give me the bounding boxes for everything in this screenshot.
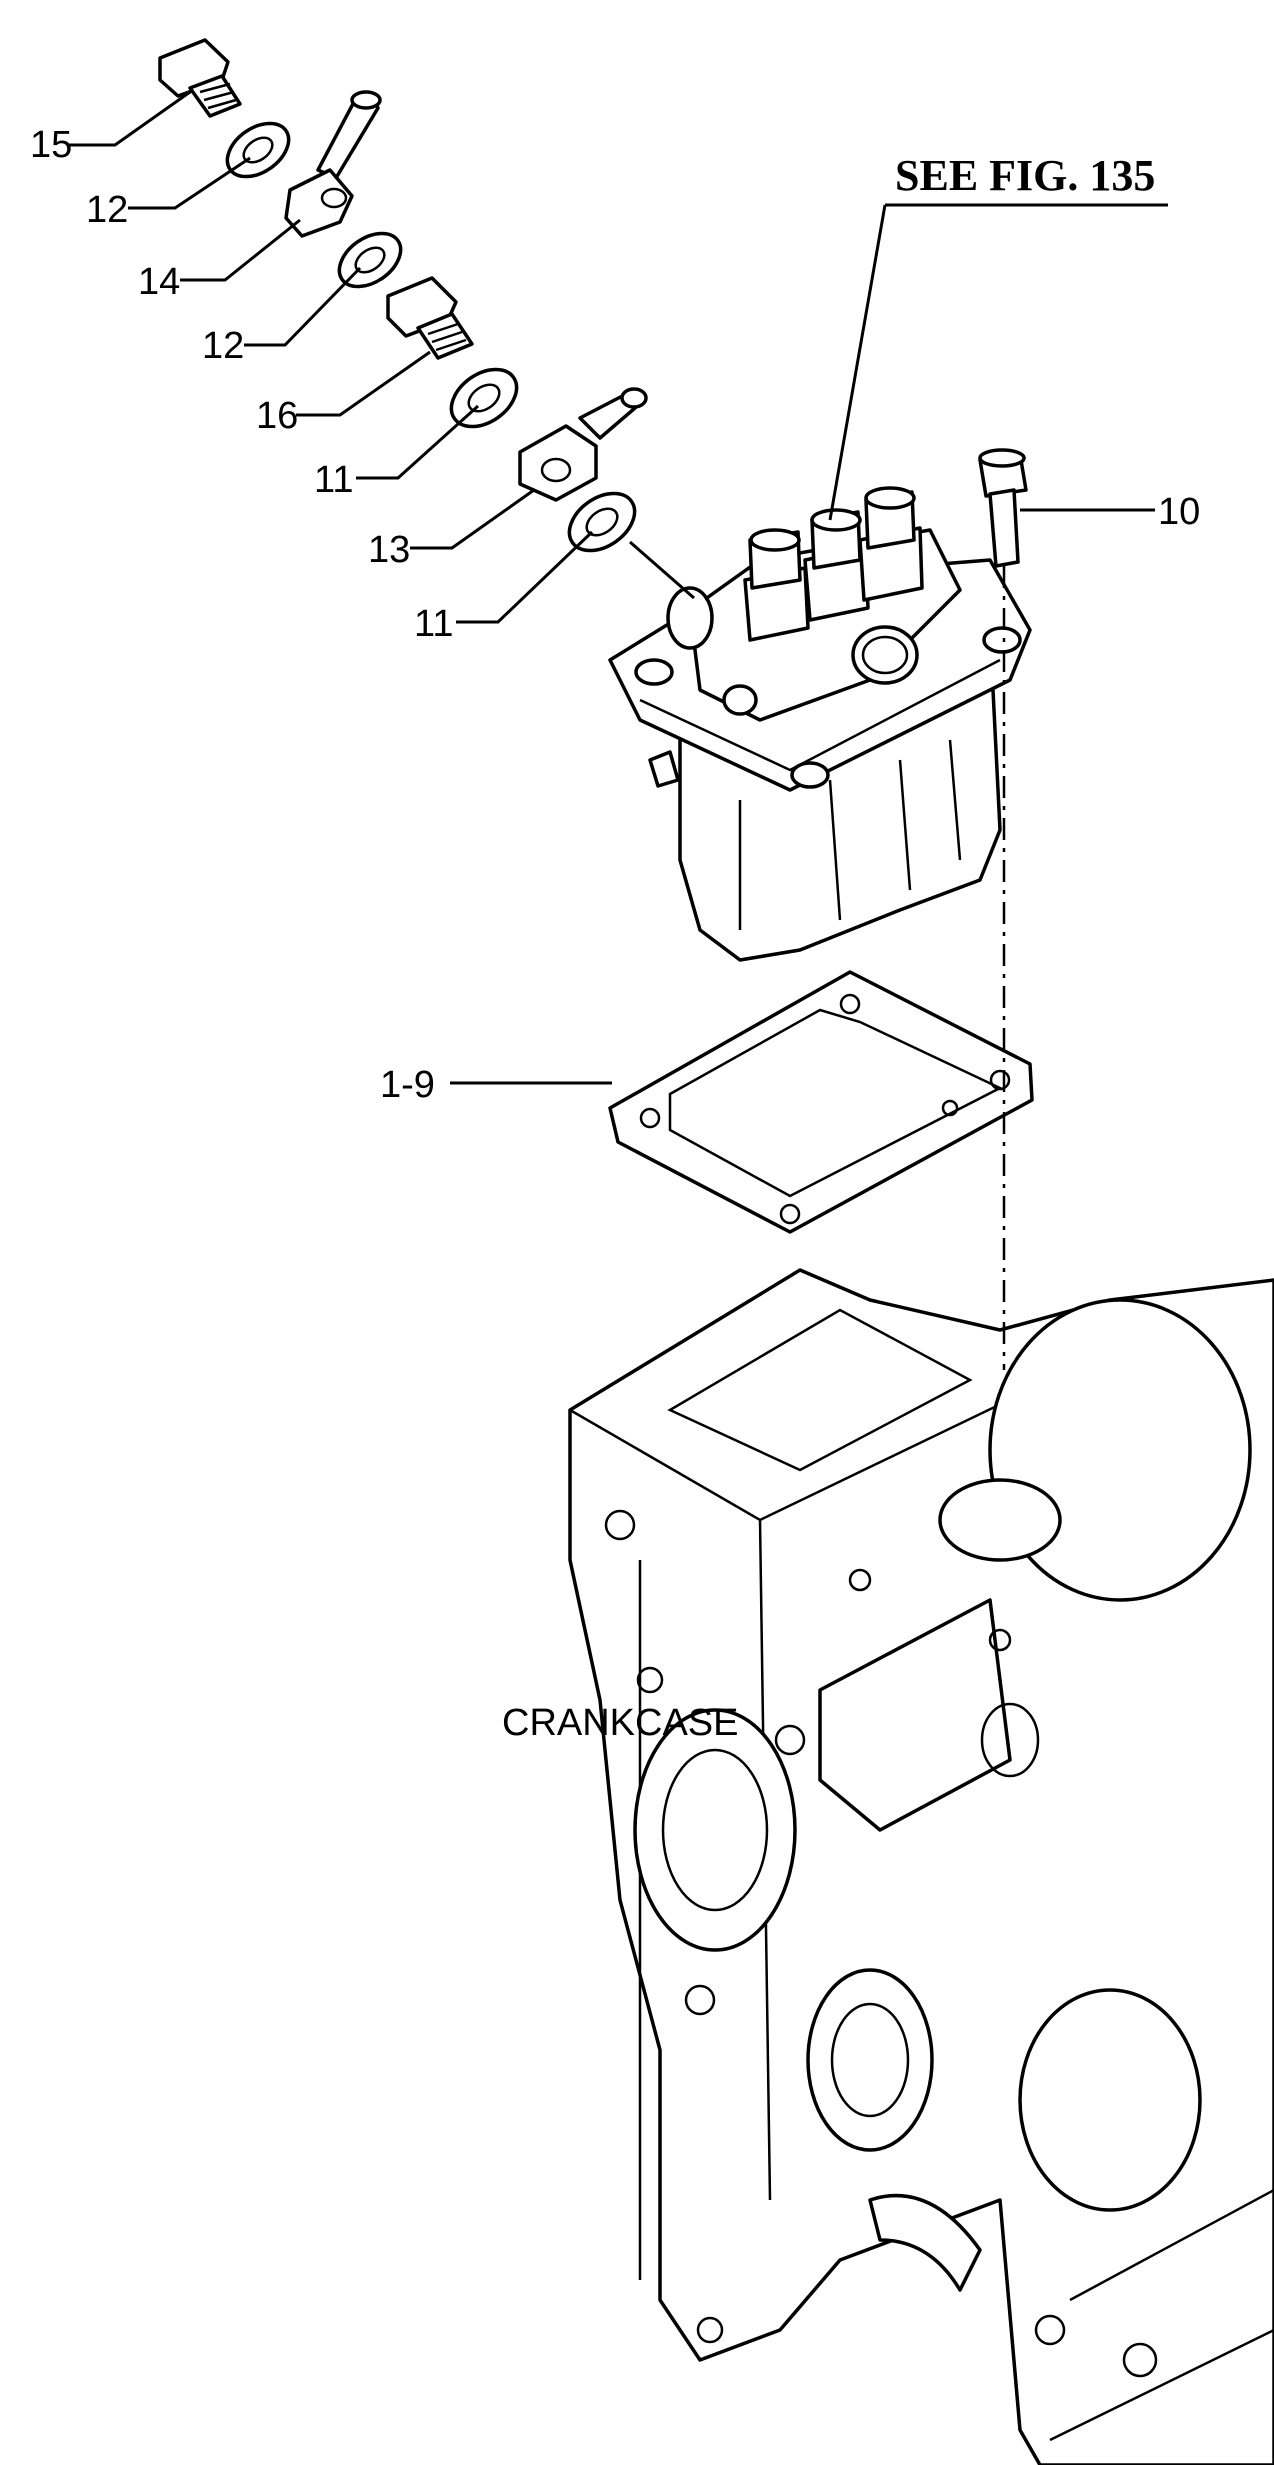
pump-gasket-1-9 <box>608 970 1034 1234</box>
leader-14 <box>180 218 301 282</box>
callout-12-lower: 12 <box>202 325 244 367</box>
callout-13: 13 <box>368 529 410 571</box>
leader-11-upper <box>356 404 480 480</box>
leader-pump <box>629 540 695 600</box>
callout-11-upper: 11 <box>314 459 353 501</box>
callout-14: 14 <box>138 261 180 303</box>
leader-13 <box>410 488 535 550</box>
banjo-bolt-15 <box>158 38 242 118</box>
washer-12-top <box>225 121 291 179</box>
callout-11-lower: 11 <box>414 603 453 645</box>
banjo-fitting-14 <box>284 90 382 238</box>
injection-pump <box>608 486 1032 962</box>
leader-12-lower <box>244 266 362 347</box>
leader-15 <box>68 90 191 147</box>
figure-reference: SEE FIG. 135 <box>828 151 1168 521</box>
crankcase <box>568 1268 1274 2465</box>
callout-10: 10 <box>1158 491 1200 533</box>
banjo-bolt-16 <box>386 276 474 360</box>
callout-16: 16 <box>256 395 298 437</box>
leader-16 <box>296 350 431 417</box>
leader-12-top <box>128 156 251 210</box>
callout-15: 15 <box>30 124 72 166</box>
crankcase-label: CRANKCASE <box>502 1702 739 1744</box>
callout-1-9: 1-9 <box>380 1064 435 1106</box>
figure-reference-text: SEE FIG. 135 <box>895 151 1155 200</box>
banjo-fitting-13 <box>518 387 648 502</box>
bolt-10 <box>978 448 1028 568</box>
leader-11-lower <box>456 530 594 624</box>
washer-11-upper <box>449 367 519 429</box>
callout-12-top: 12 <box>86 189 128 231</box>
